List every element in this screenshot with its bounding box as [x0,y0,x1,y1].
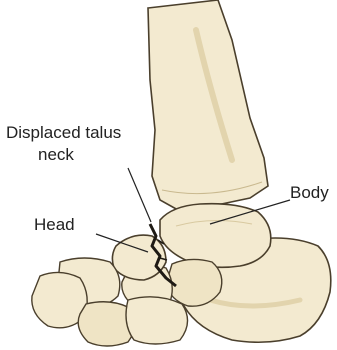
displaced-talus-neck-label-line1: Displaced talus [6,123,121,142]
tibia-bone [148,0,268,210]
talus-body [160,204,271,268]
displaced-neck-leader-line [128,168,151,222]
head-label: Head [34,215,75,234]
displaced-talus-neck-label-line2: neck [38,145,74,164]
body-label: Body [290,183,329,202]
